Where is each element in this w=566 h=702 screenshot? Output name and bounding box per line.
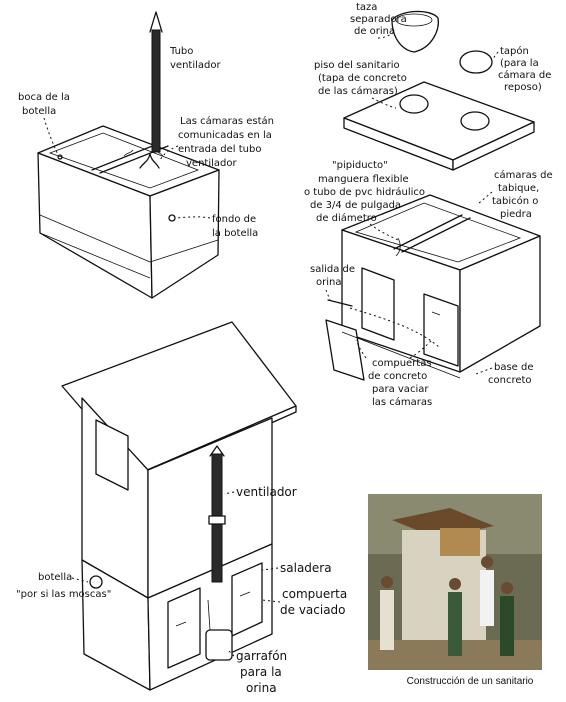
- base-label-1: base de: [494, 362, 534, 373]
- salida-label-1: salida de: [310, 264, 355, 275]
- boca-label-2: botella: [22, 106, 56, 117]
- compuerta-label-2: de vaciado: [280, 603, 346, 617]
- base-label-2: concreto: [488, 375, 532, 386]
- camaras-label-1: Las cámaras están: [180, 115, 274, 127]
- tapon-label-4: reposo): [504, 82, 542, 93]
- garrafon-label-2: para la: [240, 665, 282, 679]
- tubo-label-2: ventilador: [170, 60, 221, 71]
- camaras-label-3: entrada del tubo: [178, 144, 262, 155]
- pipi-label-2: manguera flexible: [318, 174, 409, 185]
- taza-label-1: taza: [356, 2, 377, 13]
- workers: [380, 556, 514, 656]
- botella-label: botella: [38, 572, 72, 583]
- pipi-label-5: de diámetro: [316, 212, 377, 224]
- compuertas-label-2: de concreto: [368, 371, 427, 382]
- chamber-box-sketch: [37, 11, 220, 299]
- compuerta-label-1: compuerta: [282, 587, 347, 601]
- photo-caption: Construcción de un sanitario: [406, 676, 534, 687]
- compuertas-label-4: las cámaras: [372, 396, 432, 408]
- compuertas-label-1: compuertas: [372, 358, 432, 369]
- piso-label-2: (tapa de concreto: [318, 73, 407, 84]
- camaras-label-4: ventilador: [186, 158, 237, 169]
- tubo-label-1: Tubo: [169, 46, 193, 57]
- construction-photo: [368, 494, 542, 670]
- latrine-building-sketch: [61, 321, 297, 691]
- tabique-label-1: cámaras de: [494, 169, 553, 181]
- pipi-label-3: o tubo de pvc hidráulico: [304, 186, 425, 198]
- taza-label-3: de orina: [354, 26, 395, 37]
- parts-labels: taza separadora de orina tapón (para la …: [304, 2, 553, 408]
- tabique-label-3: tabicón o: [492, 195, 538, 207]
- salida-label-2: orina: [316, 277, 341, 288]
- tabique-label-2: tabique,: [498, 183, 539, 194]
- pipi-label-1: "pipiducto": [332, 160, 388, 171]
- tapon-label-2: (para la: [500, 58, 539, 69]
- tabique-label-4: piedra: [500, 209, 532, 220]
- moscas-label: "por si las moscas": [16, 589, 111, 600]
- fondo-label-1: fondo de: [212, 214, 256, 225]
- saladera-label: saladera: [280, 561, 332, 575]
- tapon-label-3: cámara de: [498, 69, 551, 81]
- boca-label-1: boca de la: [18, 92, 70, 103]
- garrafon-label-3: orina: [246, 681, 277, 695]
- taza-label-2: separadora: [350, 14, 407, 25]
- compuertas-label-3: para vaciar: [372, 384, 429, 395]
- piso-label-3: de las cámaras): [318, 85, 398, 97]
- tapon-label-1: tapón: [500, 45, 529, 57]
- piso-label-1: piso del sanitario: [314, 60, 400, 71]
- ventilador-label: ventilador: [236, 485, 297, 499]
- box-labels: Tubo ventilador boca de la botella Las c…: [18, 46, 274, 239]
- toilet-parts-sketch: [325, 10, 541, 381]
- fondo-label-2: la botella: [212, 228, 258, 239]
- garrafon-label-1: garrafón: [236, 649, 287, 663]
- pipi-label-4: de 3/4 de pulgada: [310, 200, 401, 211]
- camaras-label-2: comunicadas en la: [178, 130, 272, 141]
- latrine-labels: ventilador botella "por si las moscas" s…: [16, 485, 347, 695]
